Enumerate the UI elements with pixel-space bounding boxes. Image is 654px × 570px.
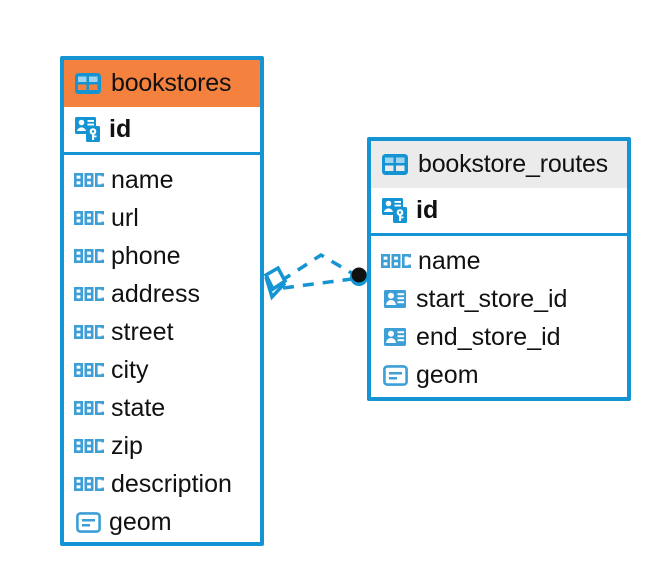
entity-bookstore-routes-primary-key-label: id: [416, 196, 439, 224]
primary-key-icon: [74, 116, 102, 143]
table-icon: [74, 71, 102, 97]
field-row[interactable]: address: [64, 275, 260, 313]
relationship-line-lower[interactable]: [282, 277, 353, 290]
field-row[interactable]: name: [64, 161, 260, 199]
field-row[interactable]: geom: [64, 503, 260, 541]
field-row[interactable]: state: [64, 389, 260, 427]
abc-text-icon: [74, 436, 104, 456]
field-label: name: [111, 165, 174, 194]
field-row[interactable]: url: [64, 199, 260, 237]
entity-bookstores[interactable]: bookstores id: [60, 56, 264, 546]
entity-bookstores-title: bookstores: [111, 69, 232, 97]
foreign-key-icon: [381, 286, 409, 312]
field-label: geom: [109, 507, 172, 536]
entity-bookstore-routes-header[interactable]: bookstore_routes: [371, 141, 627, 188]
entity-bookstores-primary-key-row[interactable]: id: [64, 107, 260, 155]
geometry-icon: [74, 509, 102, 535]
field-label: start_store_id: [416, 284, 568, 313]
field-row[interactable]: description: [64, 465, 260, 503]
entity-bookstore-routes-primary-key-row[interactable]: id: [371, 188, 627, 236]
primary-key-icon: [381, 197, 409, 224]
field-row[interactable]: street: [64, 313, 260, 351]
abc-text-icon: [74, 322, 104, 342]
field-label: address: [111, 279, 200, 308]
abc-text-icon: [74, 284, 104, 304]
geometry-icon: [381, 362, 409, 388]
entity-bookstore-routes-field-list: name start_store_id: [371, 236, 627, 402]
field-label: city: [111, 355, 149, 384]
field-label: state: [111, 393, 166, 422]
field-label: url: [111, 203, 139, 232]
field-row[interactable]: end_store_id: [371, 318, 627, 356]
field-row[interactable]: name: [371, 242, 627, 280]
relationship-line-upper[interactable]: [280, 252, 356, 283]
entity-bookstores-field-list: name: [64, 155, 260, 549]
entity-bookstore-routes-title: bookstore_routes: [418, 150, 608, 178]
entity-bookstores-header[interactable]: bookstores: [64, 60, 260, 107]
relationship-target-endpoint-circle[interactable]: [350, 267, 368, 287]
field-label: description: [111, 469, 232, 498]
field-label: street: [111, 317, 174, 346]
field-label: geom: [416, 360, 479, 389]
abc-text-icon: [74, 208, 104, 228]
relationship-source-endpoint-diamond[interactable]: [263, 265, 288, 301]
field-label: end_store_id: [416, 322, 561, 351]
abc-text-icon: [74, 398, 104, 418]
entity-bookstores-primary-key-label: id: [109, 115, 132, 143]
entity-bookstore-routes[interactable]: bookstore_routes id: [367, 137, 631, 401]
abc-text-icon: [74, 474, 104, 494]
field-row[interactable]: geom: [371, 356, 627, 394]
foreign-key-icon: [381, 324, 409, 350]
field-row[interactable]: start_store_id: [371, 280, 627, 318]
abc-text-icon: [74, 170, 104, 190]
field-row[interactable]: phone: [64, 237, 260, 275]
abc-text-icon: [74, 246, 104, 266]
field-label: name: [418, 246, 481, 275]
table-icon: [381, 152, 409, 178]
abc-text-icon: [74, 360, 104, 380]
field-row[interactable]: city: [64, 351, 260, 389]
abc-text-icon: [381, 251, 411, 271]
field-row[interactable]: zip: [64, 427, 260, 465]
field-label: phone: [111, 241, 181, 270]
field-label: zip: [111, 431, 143, 460]
